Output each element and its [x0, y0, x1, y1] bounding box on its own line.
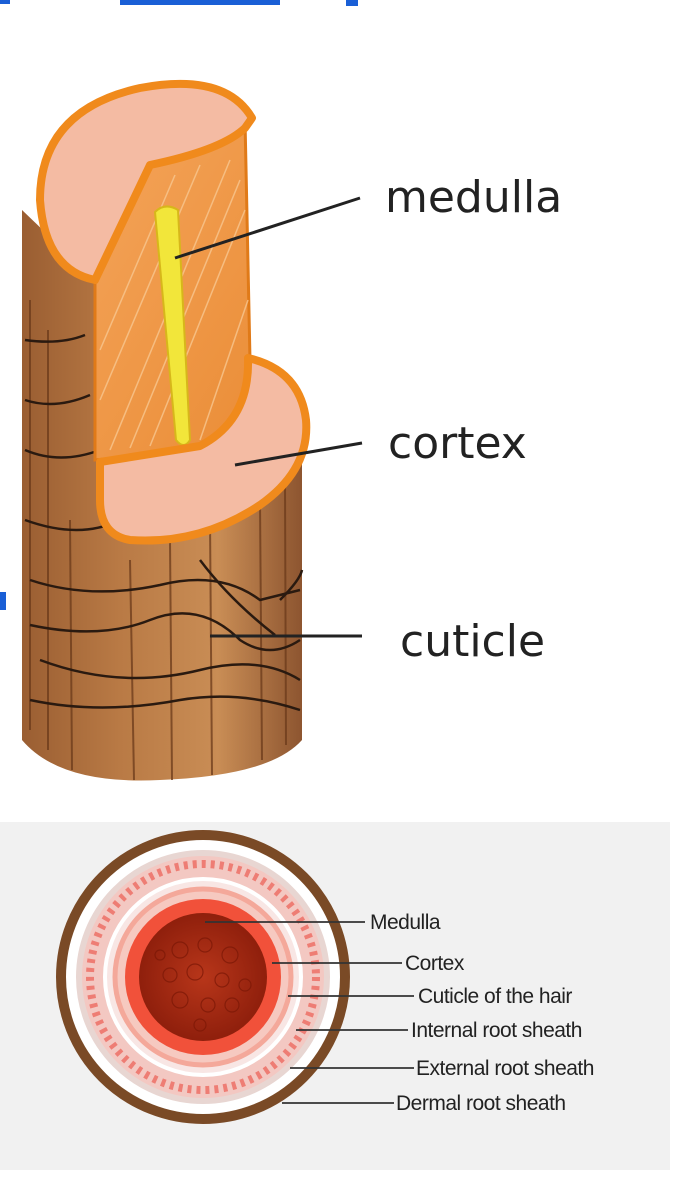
label-medulla-section: Medulla: [370, 911, 441, 934]
label-external-root-sheath: External root sheath: [416, 1057, 594, 1080]
label-cuticle: cuticle: [400, 616, 545, 667]
label-cortex-section: Cortex: [405, 952, 465, 975]
label-internal-root-sheath: Internal root sheath: [411, 1019, 582, 1042]
label-medulla: medulla: [385, 172, 562, 223]
label-cuticle-of-hair: Cuticle of the hair: [418, 985, 572, 1008]
hair-shaft-illustration: [22, 84, 362, 781]
label-dermal-root-sheath: Dermal root sheath: [396, 1092, 566, 1115]
label-cortex: cortex: [388, 418, 527, 469]
medulla-core: [139, 913, 267, 1041]
